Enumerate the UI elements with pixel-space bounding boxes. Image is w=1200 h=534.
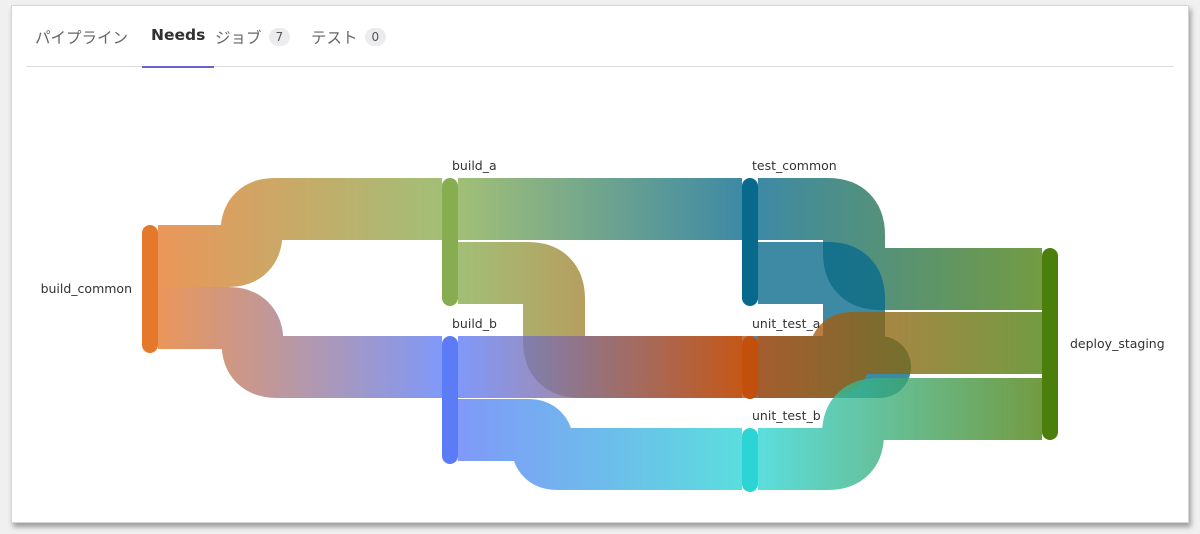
node-deploy_staging[interactable] — [1042, 248, 1058, 440]
node-label-build_common: build_common — [41, 281, 132, 296]
tab-tests-label: テスト — [311, 29, 358, 47]
link-build_common-to-build_b[interactable] — [158, 287, 442, 398]
node-build_common[interactable] — [142, 225, 158, 353]
node-unit_test_a[interactable] — [742, 336, 758, 399]
node-label-unit_test_a: unit_test_a — [752, 316, 820, 331]
tab-needs-label: Needs — [151, 26, 206, 44]
tab-pipeline-label: パイプライン — [35, 29, 129, 47]
node-label-test_common: test_common — [752, 158, 837, 173]
link-build_common-to-build_a[interactable] — [158, 178, 442, 287]
tab-needs[interactable]: Needs — [142, 26, 215, 68]
link-build_b-to-unit_test_b[interactable] — [458, 399, 742, 490]
node-label-build_a: build_a — [452, 158, 497, 173]
needs-labels: build_common build_a build_b test_commonuni… — [41, 158, 1165, 423]
node-build_b[interactable] — [442, 336, 458, 464]
node-unit_test_b[interactable] — [742, 428, 758, 492]
tests-count-badge: 0 — [364, 28, 387, 46]
needs-links — [158, 178, 1042, 490]
needs-graph: build_common build_a build_b test_commonuni… — [41, 158, 1165, 492]
link-unit_test_b-to-deploy_staging[interactable] — [758, 378, 1042, 490]
node-build_a[interactable] — [442, 178, 458, 306]
tab-tests[interactable]: テスト 0 — [311, 26, 387, 66]
jobs-count-badge: 7 — [268, 28, 291, 46]
tab-jobs-label: ジョブ — [215, 29, 262, 47]
needs-nodes — [142, 178, 1058, 492]
node-label-deploy_staging: deploy_staging — [1070, 336, 1165, 351]
link-unit_test_a-to-deploy_staging[interactable] — [758, 312, 1042, 398]
node-label-unit_test_b: unit_test_b — [752, 408, 821, 423]
active-tab-indicator — [142, 66, 215, 68]
node-test_common[interactable] — [742, 178, 758, 306]
tab-bar: パイプライン Needs ジョブ 7 テスト 0 — [26, 6, 1174, 68]
node-label-build_b: build_b — [452, 316, 497, 331]
tab-pipeline[interactable]: パイプライン — [35, 26, 128, 66]
tab-jobs[interactable]: ジョブ 7 — [215, 26, 291, 66]
